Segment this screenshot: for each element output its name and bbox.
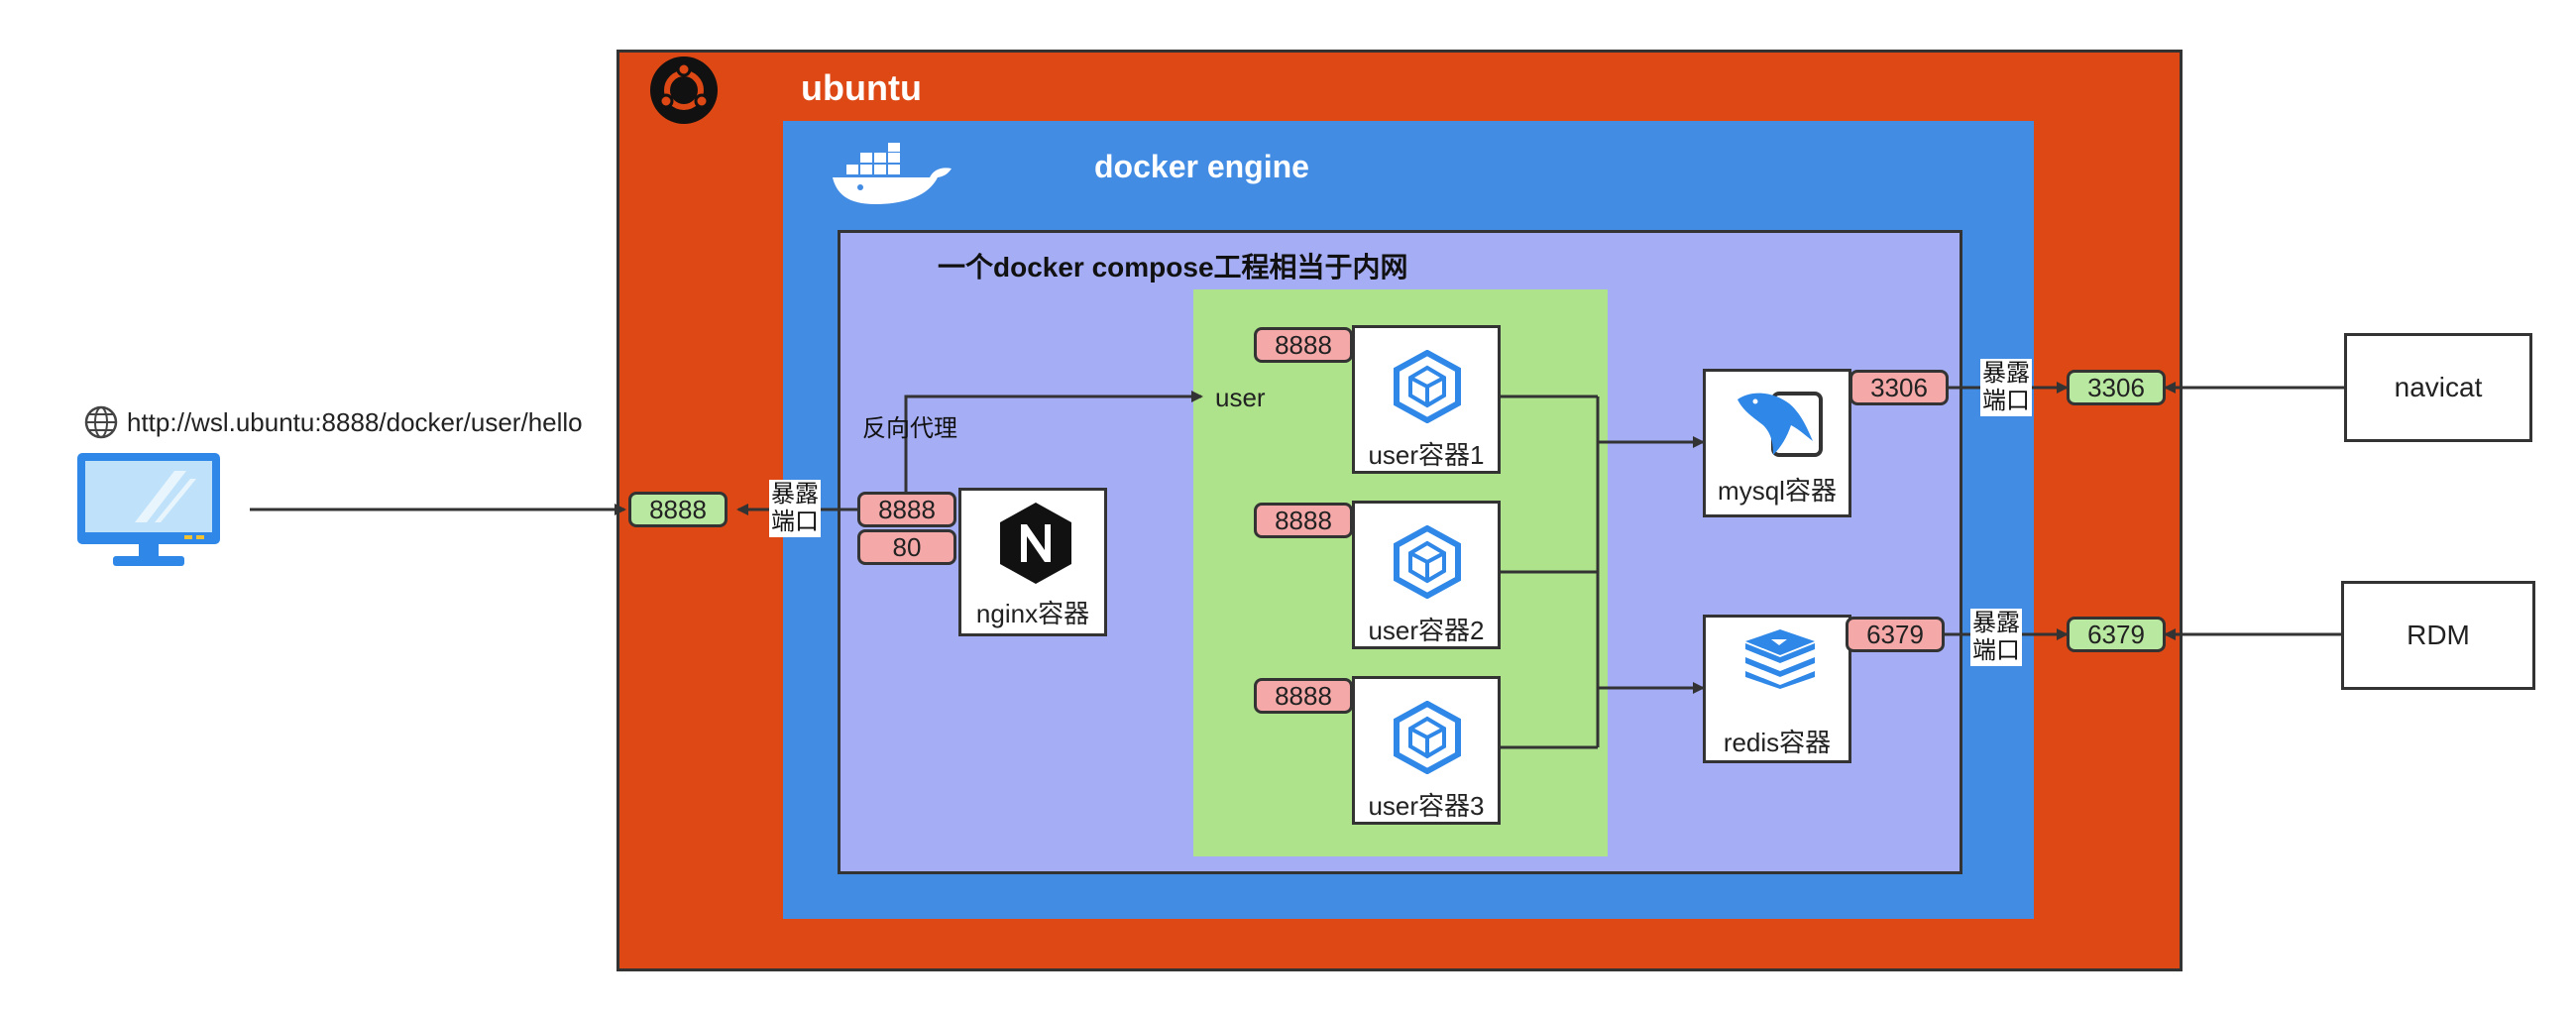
rdm-box: RDM — [2341, 581, 2535, 690]
ubuntu-title: ubuntu — [801, 67, 922, 108]
monitor-icon — [75, 451, 222, 570]
user2-port: 8888 — [1254, 503, 1353, 538]
proxy-label: 反向代理 — [862, 415, 957, 442]
redis-container: redis容器 — [1703, 615, 1851, 763]
docker-whale-icon — [831, 143, 954, 204]
compose-title: 一个docker compose工程相当于内网 — [938, 252, 1408, 283]
redis-label: redis容器 — [1723, 728, 1832, 757]
user-container-1: user容器1 — [1352, 325, 1501, 474]
proxy-line — [904, 391, 1203, 492]
expose-label-left: 暴露 端口 — [769, 480, 821, 537]
nginx-port-80: 80 — [857, 529, 956, 565]
url-text: http://wsl.ubuntu:8888/docker/user/hello — [127, 406, 583, 437]
user2-label: user容器2 — [1368, 616, 1485, 645]
docker-title: docker engine — [1094, 149, 1309, 184]
expose-label-mysql: 暴露 端口 — [1980, 359, 2032, 416]
client-url[interactable]: http://wsl.ubuntu:8888/docker/user/hello — [83, 404, 583, 440]
expose-label-line1: 暴露 — [1982, 360, 2030, 387]
expose-label-line2: 端口 — [1982, 388, 2030, 414]
redis-port: 6379 — [1846, 617, 1945, 652]
expose-label-line1: 暴露 — [771, 481, 819, 508]
expose-label-redis: 暴露 端口 — [1970, 609, 2022, 666]
mysql-container: mysql容器 — [1703, 369, 1851, 517]
user-group-label: user — [1215, 383, 1266, 412]
host-port-6379: 6379 — [2067, 617, 2166, 652]
user1-label: user容器1 — [1368, 440, 1485, 470]
user3-port: 8888 — [1254, 678, 1353, 714]
user1-port: 8888 — [1254, 327, 1353, 363]
host-port-3306: 3306 — [2067, 370, 2166, 405]
mysql-label: mysql容器 — [1718, 476, 1837, 506]
nginx-container: nginx容器 — [958, 488, 1107, 636]
expose-label-line2: 端口 — [1972, 637, 2020, 664]
user3-label: user容器3 — [1368, 791, 1485, 821]
redis-icon — [1745, 629, 1815, 689]
container-icon — [1394, 525, 1461, 599]
host-port-8888: 8888 — [628, 492, 728, 527]
mysql-port: 3306 — [1849, 370, 1949, 405]
user-container-3: user容器3 — [1352, 676, 1501, 825]
container-icon — [1394, 350, 1461, 423]
nginx-port-8888: 8888 — [857, 492, 956, 527]
ubuntu-logo-icon — [649, 56, 719, 125]
navicat-box: navicat — [2344, 333, 2532, 442]
globe-icon — [84, 405, 118, 439]
expose-label-line1: 暴露 — [1972, 610, 2020, 636]
nginx-label: nginx容器 — [975, 599, 1090, 628]
user-container-2: user容器2 — [1352, 501, 1501, 649]
nginx-icon — [1000, 503, 1071, 584]
container-icon — [1394, 701, 1461, 774]
mysql-dolphin-icon — [1737, 392, 1823, 457]
expose-label-line2: 端口 — [771, 509, 819, 535]
